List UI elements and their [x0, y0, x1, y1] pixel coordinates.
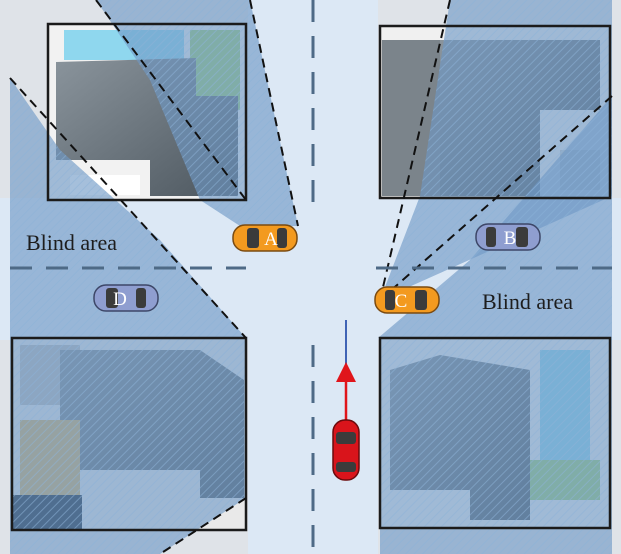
car-c-label: C [395, 291, 408, 312]
car-c: C [375, 287, 439, 313]
car-b: B [476, 224, 540, 250]
blind-zone-bottom-right [380, 338, 612, 554]
car-a-label: A [264, 229, 278, 250]
blind-area-label-right: Blind area [482, 289, 573, 314]
ego-car [333, 420, 359, 480]
car-a: A [233, 225, 297, 251]
blind-area-label-left: Blind area [26, 230, 117, 255]
car-b-label: B [504, 228, 517, 249]
car-d: D [94, 285, 158, 311]
car-d-label: D [113, 289, 127, 310]
